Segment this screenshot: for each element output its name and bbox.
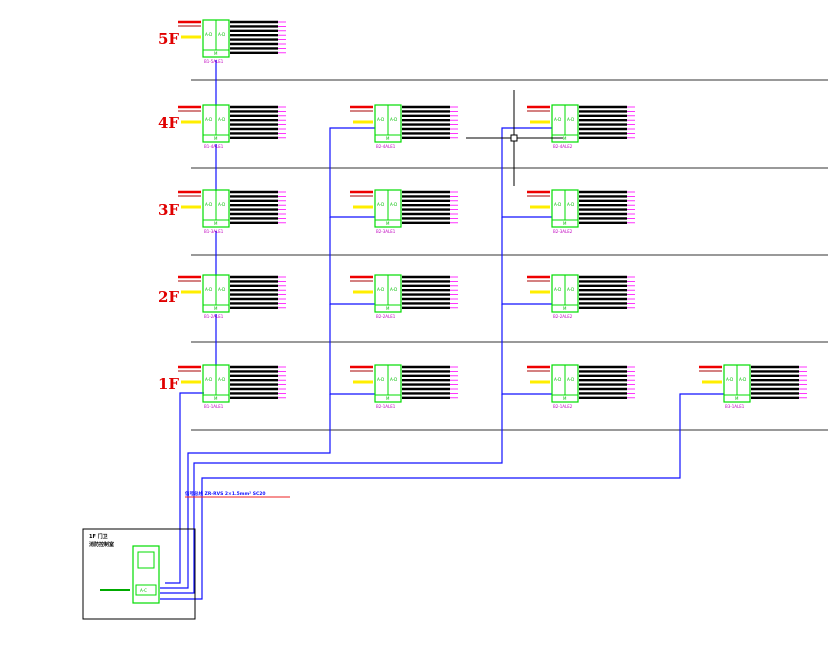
control-room: 1F 门卫 消防控制室 A-C	[82, 528, 196, 620]
panel-box-left-label: A-D	[205, 377, 212, 382]
panel-name: B3-1ALE1	[725, 404, 745, 409]
feeder-column-3	[160, 394, 503, 594]
panel-box-left-label: A-D	[554, 202, 561, 207]
floor-label-1f: 1F	[158, 375, 179, 393]
panel-box-left-label: A-D	[554, 377, 561, 382]
panel-box-bottom-label: M	[563, 136, 567, 141]
panel-box-left-label: A-D	[726, 377, 733, 382]
control-room-frame	[82, 528, 196, 620]
panel-name: B2-4ALE1	[376, 144, 396, 149]
panel-box-right-label: A-D	[390, 117, 397, 122]
panel-box-bottom-label: M	[386, 396, 390, 401]
distribution-panel: A-D A-D M B2-2ALE1	[350, 274, 458, 319]
distribution-panel: A-D A-D M B1-1ALE1	[178, 364, 286, 409]
panel-name: B1-3ALE1	[204, 229, 224, 234]
feeder-column-2	[160, 394, 331, 589]
panel-box-right-label: A-D	[739, 377, 746, 382]
panel-box-bottom-label: M	[563, 221, 567, 226]
bus-wiring	[160, 60, 724, 600]
distribution-panel: A-D A-D M B3-1ALE1	[699, 364, 807, 409]
panel-name: B1-4ALE1	[204, 144, 224, 149]
panel-box-left-label: A-D	[205, 117, 212, 122]
panel-box-bottom-label: M	[214, 51, 218, 56]
panel-name: B2-2ALE1	[376, 314, 396, 319]
floor-labels: 5F 4F 3F 2F 1F	[158, 30, 179, 393]
panel-name: B1-2ALE1	[204, 314, 224, 319]
control-room-line2: 消防控制室	[89, 541, 114, 548]
floor-separators	[191, 79, 828, 431]
control-room-line1: 1F 门卫	[89, 533, 108, 540]
floor-label-2f: 2F	[158, 288, 179, 306]
distribution-panel: A-D A-D M B2-4ALE2	[527, 104, 635, 149]
panel-box-right-label: A-D	[218, 377, 225, 382]
panel-box-bottom-label: M	[386, 136, 390, 141]
panel-box-right-label: A-D	[390, 202, 397, 207]
panel-box-bottom-label: M	[735, 396, 739, 401]
distribution-panel: A-D A-D M B2-4ALE1	[350, 104, 458, 149]
panel-name: B2-1ALE2	[553, 404, 573, 409]
panel-box-right-label: A-D	[567, 117, 574, 122]
panel-name: B2-1ALE1	[376, 404, 396, 409]
panel-box-right-label: A-D	[567, 377, 574, 382]
panel-box-bottom-label: M	[563, 306, 567, 311]
panel-name: B2-3ALE2	[553, 229, 573, 234]
panel-box-bottom-label: M	[214, 221, 218, 226]
distribution-panel: A-D A-D M B2-3ALE2	[527, 189, 635, 234]
distribution-panel: A-D A-D M B2-1ALE2	[527, 364, 635, 409]
panel-box-right-label: A-D	[390, 287, 397, 292]
distribution-panel: A-D A-D M B1-3ALE1	[178, 189, 286, 234]
crosshair-pickbox	[510, 134, 518, 142]
panel-box-bottom-label: M	[563, 396, 567, 401]
panel-box-bottom-label: M	[214, 136, 218, 141]
panel-box-right-label: A-D	[567, 202, 574, 207]
panel-box-right-label: A-D	[218, 32, 225, 37]
distribution-panel: A-D A-D M B1-4ALE1	[178, 104, 286, 149]
panel-box-bottom-label: M	[386, 306, 390, 311]
riser-column-3	[501, 127, 552, 218]
distribution-panel: A-D A-D M B2-1ALE1	[350, 364, 458, 409]
panel-box-left-label: A-D	[205, 202, 212, 207]
panel-box-bottom-label: M	[214, 306, 218, 311]
riser-column-2	[329, 127, 375, 218]
cad-crosshair-cursor	[466, 90, 563, 186]
panel-name: B1-5ALE1	[204, 59, 224, 64]
panel-box-right-label: A-D	[218, 202, 225, 207]
panel-box-left-label: A-D	[377, 377, 384, 382]
panel-box-left-label: A-D	[554, 287, 561, 292]
panel-name: B2-3ALE1	[376, 229, 396, 234]
distribution-panel: A-D A-D M B1-5ALE1	[178, 19, 286, 64]
panel-box-left-label: A-D	[377, 287, 384, 292]
distribution-panel: A-D A-D M B2-2ALE2	[527, 274, 635, 319]
host-label: A-C	[140, 588, 147, 593]
host-screen	[137, 551, 155, 569]
panel-box-right-label: A-D	[390, 377, 397, 382]
panel-name: B2-2ALE2	[553, 314, 573, 319]
panel-name: B2-4ALE2	[553, 144, 573, 149]
floor-label-5f: 5F	[158, 30, 179, 48]
floor-label-3f: 3F	[158, 201, 179, 219]
bus-label: 信号总线 ZR-RVS 2×1.5mm² SC20	[185, 490, 266, 497]
host-module	[135, 584, 157, 596]
panel-box-bottom-label: M	[386, 221, 390, 226]
panel-box-left-label: A-D	[205, 32, 212, 37]
panel-box-right-label: A-D	[218, 287, 225, 292]
floor-label-4f: 4F	[158, 114, 179, 132]
panel-box-left-label: A-D	[377, 117, 384, 122]
distribution-panel: A-D A-D M B2-3ALE1	[350, 189, 458, 234]
panel-box-left-label: A-D	[205, 287, 212, 292]
feeder-column-1	[165, 392, 204, 584]
panel-name: B1-1ALE1	[204, 404, 224, 409]
fire-control-host	[132, 545, 160, 604]
panel-box-right-label: A-D	[218, 117, 225, 122]
panel-box-left-label: A-D	[377, 202, 384, 207]
panel-box-bottom-label: M	[214, 396, 218, 401]
panel-box-right-label: A-D	[567, 287, 574, 292]
panel-box-left-label: A-D	[554, 117, 561, 122]
distribution-panel: A-D A-D M B1-2ALE1	[178, 274, 286, 319]
